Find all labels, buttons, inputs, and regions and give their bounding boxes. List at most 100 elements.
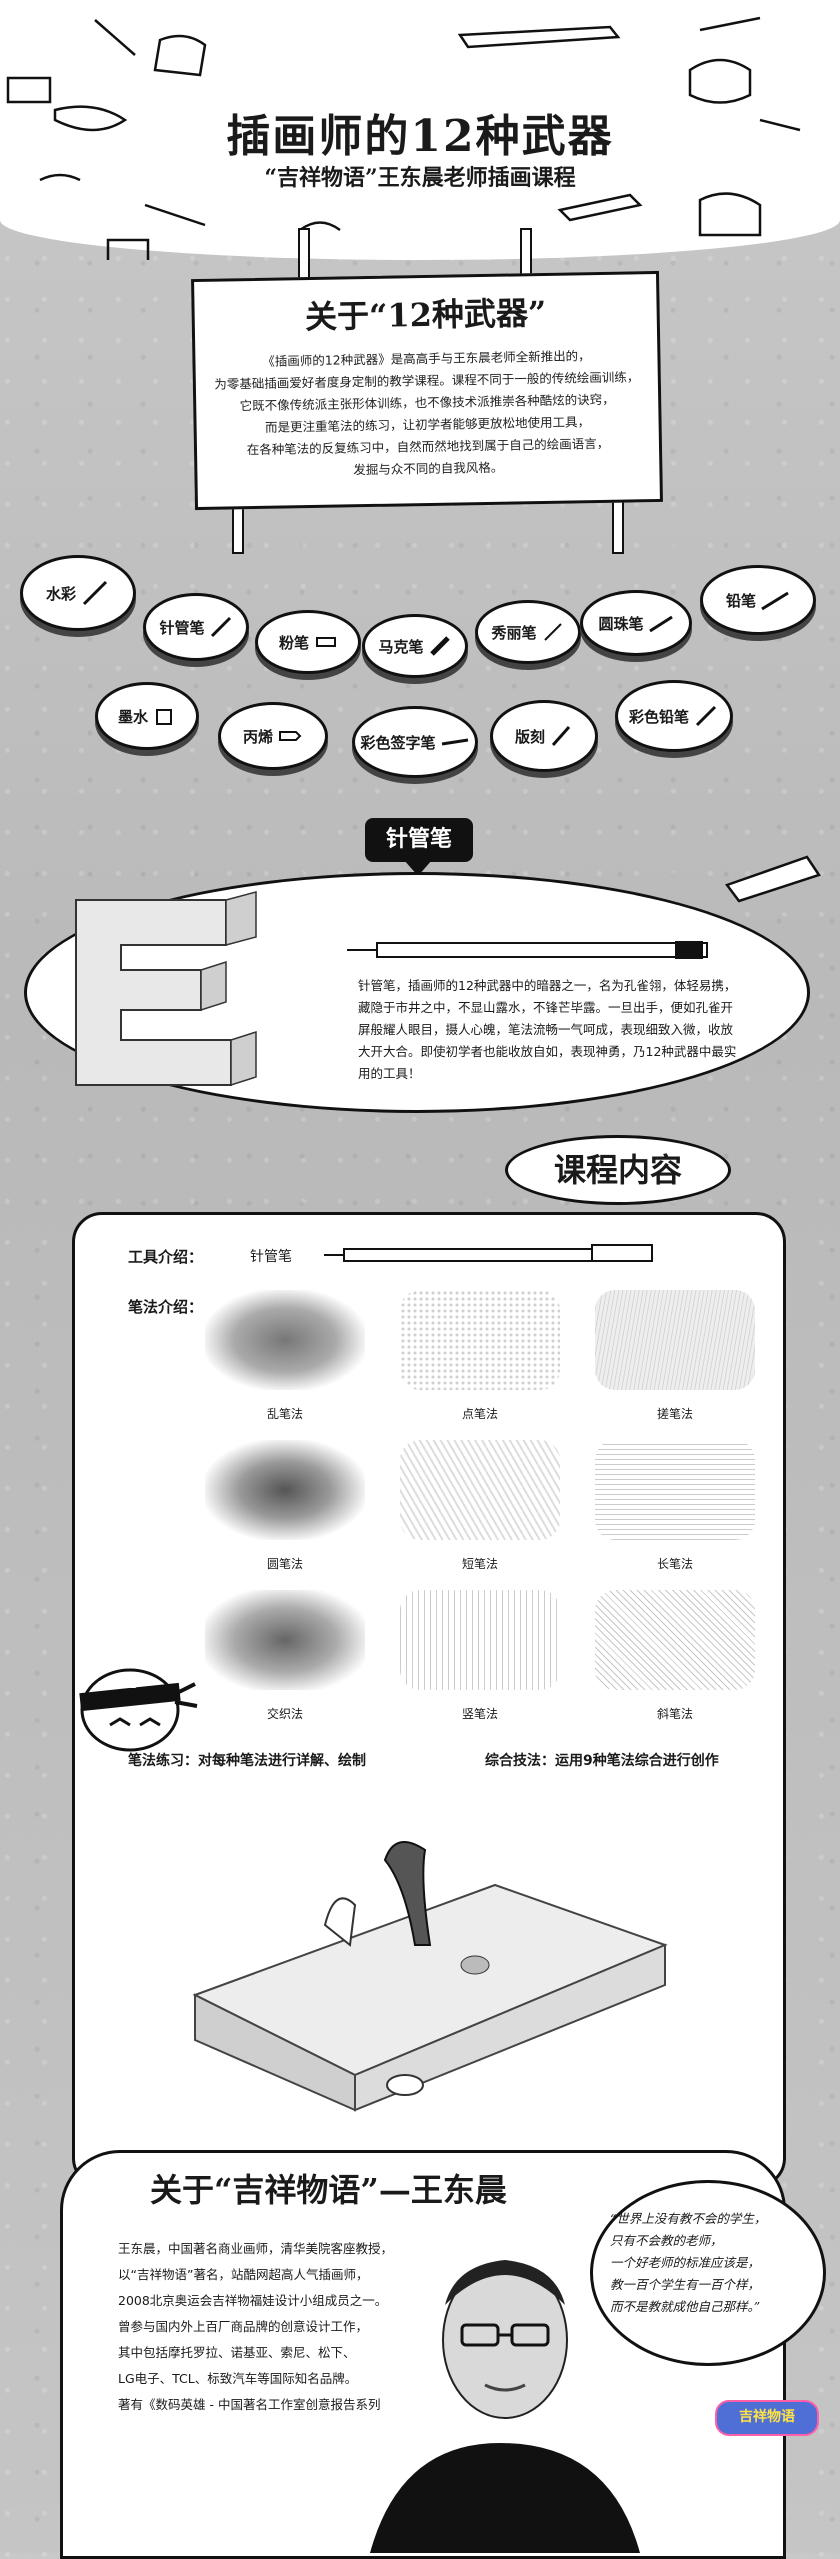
feature-badge: 针管笔: [365, 818, 473, 862]
tool-label: 马克笔: [378, 637, 424, 656]
tool-label: 丙烯: [242, 727, 273, 746]
tool-disc-ballpoint[interactable]: 圆珠笔: [580, 590, 692, 656]
bio-line: 2008北京奥运会吉祥物福娃设计小组成员之一。: [118, 2293, 388, 2308]
about-course-title: 关于“12种武器”: [304, 293, 547, 337]
tool-disc-chalk[interactable]: 粉笔: [255, 610, 361, 674]
eraser-doodle: [6, 76, 52, 104]
chalk-icon: [316, 637, 336, 647]
quote-line: 一个好老师的标准应该是，: [610, 2255, 761, 2270]
about-author-title: 关于“吉祥物语”—王东晨: [150, 2171, 507, 2209]
author-bio: 王东晨，中国著名商业画师，清华美院客座教授， 以“吉祥物语”著名，站酷网超高人气…: [118, 2236, 398, 2418]
quote-line: 教一百个学生有一百个样，: [610, 2277, 761, 2292]
bio-line: LG电子、TCL、标致汽车等国际知名品牌。: [118, 2371, 358, 2386]
brush-icon: [82, 580, 108, 606]
bio-line: 著有《数码英雄 - 中国著名工作室创意报告系列: [118, 2397, 381, 2412]
tool-label: 彩色铅笔: [628, 707, 689, 726]
bio-line: 其中包括摩托罗拉、诺基亚、索尼、松下、: [118, 2345, 356, 2360]
tool-disc-technical-pen[interactable]: 针管笔: [143, 593, 249, 661]
tool-label: 圆珠笔: [598, 614, 644, 633]
about-course-board: 关于“12种武器” 《插画师的12种武器》是高高手与王东晨老师全新推出的， 为零…: [191, 270, 663, 511]
combined-technique-text: 综合技法：运用9种笔法综合进行创作: [485, 1753, 719, 1769]
technique-swatch: [400, 1290, 560, 1390]
technique-swatch: [400, 1590, 560, 1690]
tool-disc-acrylic[interactable]: 丙烯: [218, 702, 328, 770]
practice-text: 笔法练习：对每种笔法进行详解、绘制: [128, 1753, 366, 1769]
tool-label: 针管笔: [159, 618, 205, 637]
colored-pencil-icon: [695, 705, 717, 727]
tool-label: 墨水: [117, 707, 148, 726]
pen-cap-small: [591, 1244, 653, 1262]
tool-disc-watercolor[interactable]: 水彩: [20, 555, 136, 631]
tool-label: 彩色签字笔: [360, 733, 436, 752]
tool-disc-ink[interactable]: 墨水: [95, 682, 199, 750]
brush-doodle: [94, 19, 136, 56]
technique-caption: 搓笔法: [656, 1407, 693, 1421]
pencil-icon: [761, 591, 789, 611]
bio-line: 王东晨，中国著名商业画师，清华美院客座教授，: [118, 2241, 394, 2256]
author-quote: “世界上没有教不会的学生， 只有不会教的老师， 一个好老师的标准应该是， 教一百…: [610, 2208, 800, 2318]
paint-tube-icon: [279, 731, 302, 741]
intro-line: 用的工具！: [358, 1066, 421, 1081]
technique-caption: 竖笔法: [461, 1707, 498, 1721]
intro-line: 藏隐于市井之中，不显山露水，不锋芒毕露。一旦出手，便如孔雀开: [358, 1000, 734, 1015]
technique-caption: 长笔法: [656, 1557, 693, 1571]
bio-line: 以“吉祥物语”著名，站酷网超高人气插画师，: [118, 2267, 369, 2282]
author-portrait: [370, 2260, 640, 2553]
technique-swatch: [205, 1590, 365, 1690]
pen-cap-doodle: [724, 855, 821, 903]
pen-doodle: [457, 25, 621, 49]
intro-line: 大开大合。即使初学者也能收放自如，表现神勇，乃12种武器中最实: [358, 1044, 737, 1059]
felt-pen-icon: [441, 738, 468, 746]
technique-intro-label: 笔法介绍：: [128, 1298, 204, 1316]
brand-logo: 吉祥物语: [715, 2400, 819, 2436]
technique-swatch: [205, 1440, 365, 1540]
technique-caption: 乱笔法: [266, 1407, 303, 1421]
page-subtitle: “吉祥物语”王东晨老师插画课程: [264, 165, 576, 191]
intro-line: 针管笔，插画师的12种武器中的暗器之一，名为孔雀翎，体轻易携，: [358, 978, 737, 993]
mascot-headband-label: ZCOOL: [98, 1680, 136, 1691]
quote-bubble: [590, 2180, 826, 2366]
ink-bottle-doodle: [106, 238, 150, 260]
tool-label: 水彩: [45, 584, 76, 603]
quote-line: 而不是教就成他自己那样。”: [610, 2299, 761, 2314]
technique-swatch: [595, 1290, 755, 1390]
tool-disc-pencil[interactable]: 铅笔: [700, 565, 816, 635]
tool-disc-color-felt-pen[interactable]: 彩色签字笔: [352, 706, 478, 778]
technique-caption: 圆笔法: [266, 1557, 303, 1571]
tool-disc-brush-pen[interactable]: 秀丽笔: [475, 600, 581, 664]
ballpoint-icon: [648, 615, 673, 633]
quote-line: 只有不会教的老师，: [610, 2233, 723, 2248]
technique-swatch: [595, 1440, 755, 1540]
course-heading: 课程内容: [505, 1135, 731, 1205]
technical-pen-illustration: [347, 941, 708, 959]
technique-swatch: [400, 1440, 560, 1540]
marker-icon: [429, 636, 450, 656]
about-course-text: 《插画师的12种武器》是高高手与王东晨老师全新推出的， 为零基础插画爱好者度身定…: [213, 344, 641, 483]
brush-pen-icon: [543, 623, 562, 641]
quote-line: “世界上没有教不会的学生，: [610, 2211, 767, 2226]
ink-pot-doodle: [688, 58, 752, 104]
bio-line: 曾参与国内外上百厂商品牌的创意设计工作，: [118, 2319, 369, 2334]
tool-label: 铅笔: [725, 591, 756, 610]
technique-caption: 点笔法: [461, 1407, 498, 1421]
tool-label: 秀丽笔: [491, 623, 537, 642]
technique-caption: 斜笔法: [656, 1707, 693, 1721]
paint-tube-doodle: [153, 34, 207, 77]
tool-disc-marker[interactable]: 马克笔: [362, 614, 468, 678]
nail-wood-illustration: [192, 1841, 668, 2112]
letter-e-illustration: [75, 891, 257, 1087]
tool-intro-label: 工具介绍：: [128, 1248, 204, 1266]
tool-disc-engraving[interactable]: 版刻: [490, 700, 598, 772]
carving-knife-icon: [551, 726, 571, 746]
header-doodles: [6, 16, 801, 260]
technique-caption: 短笔法: [461, 1557, 498, 1571]
tool-intro-name: 针管笔: [250, 1249, 292, 1265]
ink-bottle-icon: [156, 709, 172, 725]
mascot-illustration: [79, 1668, 198, 1752]
technique-swatch: [205, 1290, 365, 1390]
technique-swatch: [595, 1590, 755, 1690]
tool-disc-colored-pencil[interactable]: 彩色铅笔: [615, 680, 733, 752]
technique-caption: 交织法: [266, 1707, 303, 1721]
page-title: 插画师的12种武器: [226, 111, 614, 162]
pen-icon: [210, 616, 231, 638]
